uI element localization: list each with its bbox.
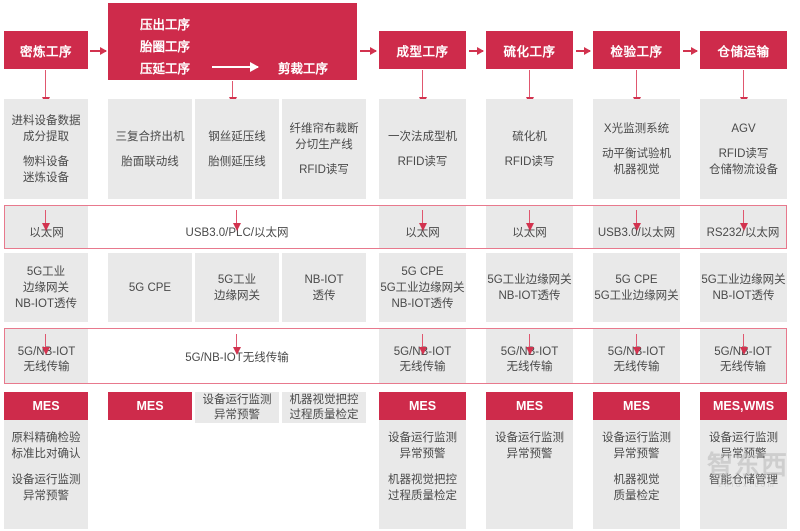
arrow-down-network-group	[231, 210, 243, 231]
process-header-label: 仓储运输	[717, 44, 770, 59]
process-header-forming[interactable]: 成型工序	[379, 31, 466, 69]
app-body-col1: 原料精确检验 标准比对确认 设备运行监测 异常预警	[4, 420, 88, 529]
arrow-down-col5	[417, 70, 429, 105]
extrusion-line-2: 胎圈工序	[140, 39, 191, 54]
equipment-cell-col3: 钢丝延压线 胎侧延压线	[195, 99, 279, 199]
wireless-cell-col1: 5G/NB-IOT 无线传输	[5, 329, 88, 383]
app-header-col7[interactable]: MES	[593, 392, 680, 420]
arrow-extrusion-to-forming	[360, 47, 377, 54]
app-body-col5: 设备运行监测 异常预警 机器视觉把控 过程质量检定	[379, 420, 466, 529]
app-body-col6: 设备运行监测 异常预警	[486, 420, 573, 529]
arrow-down-wireless-col5	[417, 334, 429, 355]
wireless-cell-group-2-4: 5G/NB-IOT无线传输	[185, 352, 289, 364]
app-header-col6[interactable]: MES	[486, 392, 573, 420]
process-header-extrusion-group[interactable]: 压出工序 胎圈工序 压延工序 剪裁工序	[108, 3, 357, 80]
extrusion-line-1: 压出工序	[140, 17, 191, 32]
inline-arrow-icon	[212, 62, 260, 72]
app-body-col8: 设备运行监测 异常预警 智能仓储管理	[700, 420, 787, 529]
gateway-cell-col6: 5G工业边缘网关 NB-IOT透传	[486, 253, 573, 322]
process-header-label: 密炼工序	[19, 44, 72, 59]
equipment-cell-col8: AGV RFID读写 仓储物流设备	[700, 99, 787, 199]
arrow-down-wireless-col7	[631, 334, 643, 355]
app-header-col2[interactable]: MES	[108, 392, 192, 420]
process-header-curing[interactable]: 硫化工序	[486, 31, 573, 69]
arrow-down-wireless-col8	[738, 334, 750, 355]
arrow-down-col8	[738, 70, 750, 105]
gateway-cell-col8: 5G工业边缘网关 NB-IOT透传	[700, 253, 787, 322]
equipment-cell-col2: 三复合挤出机 胎面联动线	[108, 99, 192, 199]
process-header-label: 硫化工序	[503, 44, 556, 59]
arrow-down-col4	[227, 81, 239, 105]
arrow-mixing-to-extrusion	[90, 47, 107, 54]
app-box-col3: 设备运行监测 异常预警	[195, 392, 279, 423]
arrow-curing-to-inspection	[576, 47, 591, 54]
arrow-down-col7	[631, 70, 643, 105]
equipment-cell-col7: X光监测系统 动平衡试验机 机器视觉	[593, 99, 680, 199]
gateway-cell-col4: NB-IOT 透传	[282, 253, 366, 322]
process-header-label: 成型工序	[396, 44, 449, 59]
arrow-down-col1	[40, 70, 52, 105]
arrow-down-wireless-col6	[524, 334, 536, 355]
arrow-down-network-col7	[631, 210, 643, 231]
arrow-down-wireless-group	[231, 334, 243, 355]
app-box-col4: 机器视觉把控 过程质量检定	[282, 392, 366, 423]
network-cell-group-2-4: USB3.0/PLC/以太网	[185, 227, 289, 239]
app-body-col7: 设备运行监测 异常预警 机器视觉 质量检定	[593, 420, 680, 529]
app-header-col1[interactable]: MES	[4, 392, 88, 420]
arrow-down-col6	[524, 70, 536, 105]
arrow-forming-to-curing	[469, 47, 484, 54]
gateway-cell-col2: 5G CPE	[108, 253, 192, 322]
app-header-col8[interactable]: MES,WMS	[700, 392, 787, 420]
process-header-mixing[interactable]: 密炼工序	[4, 31, 88, 69]
gateway-cell-col5: 5G CPE 5G工业边缘网关 NB-IOT透传	[379, 253, 466, 322]
arrow-down-wireless-col1	[40, 334, 52, 355]
arrow-down-network-col5	[417, 210, 429, 231]
process-header-warehouse[interactable]: 仓储运输	[700, 31, 787, 69]
process-header-inspection[interactable]: 检验工序	[593, 31, 680, 69]
arrow-down-network-col8	[738, 210, 750, 231]
equipment-cell-col5: 一次法成型机 RFID读写	[379, 99, 466, 199]
equipment-cell-col6: 硫化机 RFID读写	[486, 99, 573, 199]
gateway-cell-col7: 5G CPE 5G工业边缘网关	[593, 253, 680, 322]
arrow-down-network-col6	[524, 210, 536, 231]
extrusion-line-3: 压延工序 剪裁工序	[140, 61, 329, 76]
gateway-cell-col3: 5G工业 边缘网关	[195, 253, 279, 322]
process-header-label: 检验工序	[610, 44, 663, 59]
arrow-inspection-to-warehouse	[683, 47, 698, 54]
gateway-cell-col1: 5G工业 边缘网关 NB-IOT透传	[4, 253, 88, 322]
arrow-down-network-col1	[40, 210, 52, 231]
equipment-cell-col1: 进料设备数据 成分提取 物料设备 迷炼设备	[4, 99, 88, 199]
equipment-cell-col4: 纤维帘布裁断 分切生产线 RFID读写	[282, 99, 366, 199]
network-cell-col1: 以太网	[5, 206, 88, 248]
app-header-col5[interactable]: MES	[379, 392, 466, 420]
